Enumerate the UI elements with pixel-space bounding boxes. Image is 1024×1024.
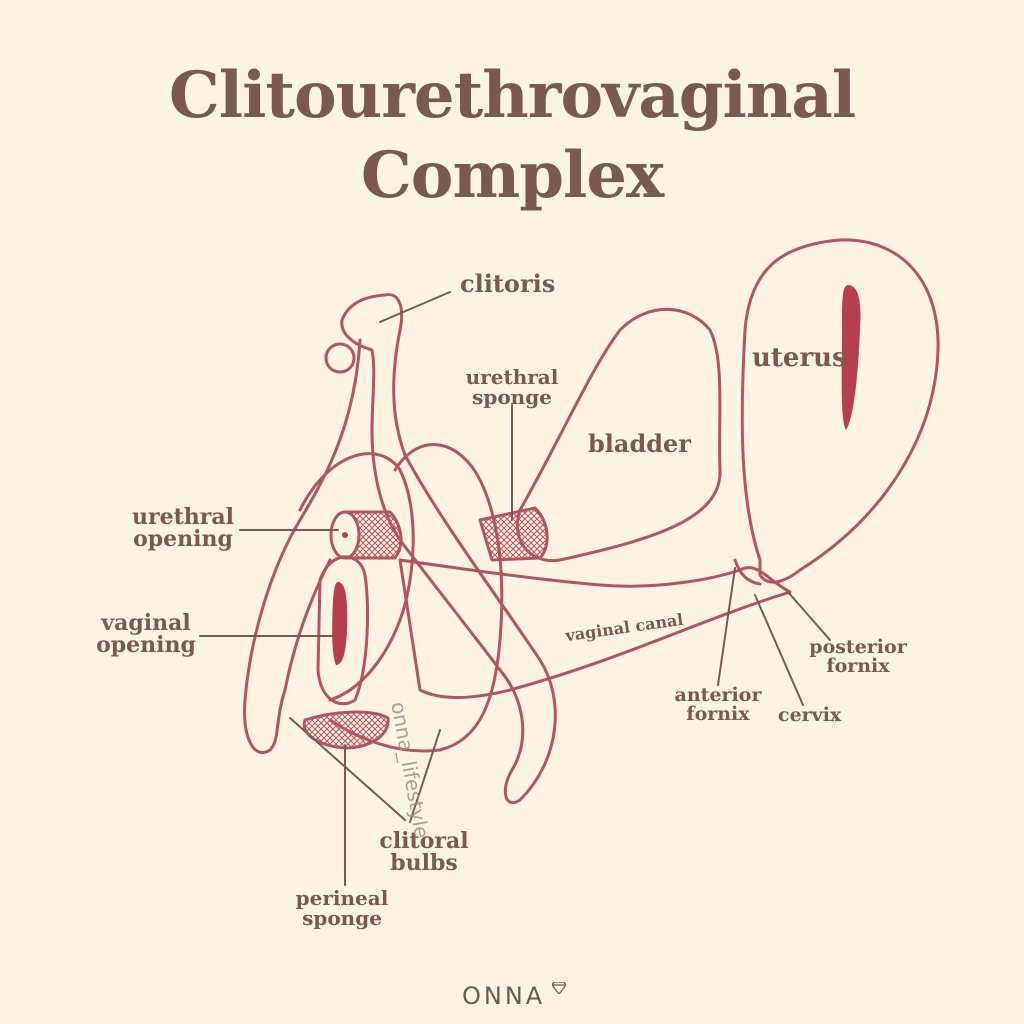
glans-circle [324, 342, 356, 374]
diamond-icon [551, 981, 567, 995]
brand-logo: ONNA [462, 981, 567, 1010]
urethral-opening-tube [343, 510, 403, 560]
urethral-opening-dot [342, 532, 348, 538]
clitoris-shape [340, 293, 557, 804]
bladder-shape [515, 307, 722, 563]
label-uterus: uterus [752, 343, 847, 373]
left-bulb [298, 452, 415, 702]
leader-bulb-left [289, 717, 406, 821]
label-cervix: cervix [778, 704, 842, 726]
uterus-cavity [841, 285, 861, 430]
leader-cervix [754, 594, 804, 706]
urethral-sponge-shape [478, 506, 549, 562]
right-body-outline [328, 443, 504, 753]
title-line-1: Clitourethrovaginal [168, 58, 856, 133]
leader-bulb-right [409, 729, 441, 823]
brand-text: ONNA [462, 982, 546, 1010]
uterus-shape [740, 238, 940, 584]
label-clitoris: clitoris [460, 269, 556, 298]
leader-anterior-fornix [717, 567, 736, 686]
vaginal-canal-shape [398, 558, 792, 699]
left-crus [243, 338, 362, 754]
vaginal-opening-slit [332, 582, 348, 665]
leader-clitoris [379, 291, 451, 323]
leader-posterior-fornix [787, 591, 831, 641]
label-bladder: bladder [588, 429, 691, 458]
title-line-2: Complex [360, 138, 664, 213]
vaginal-opening-shape [316, 555, 370, 706]
anterior-fornix-line [733, 558, 762, 586]
